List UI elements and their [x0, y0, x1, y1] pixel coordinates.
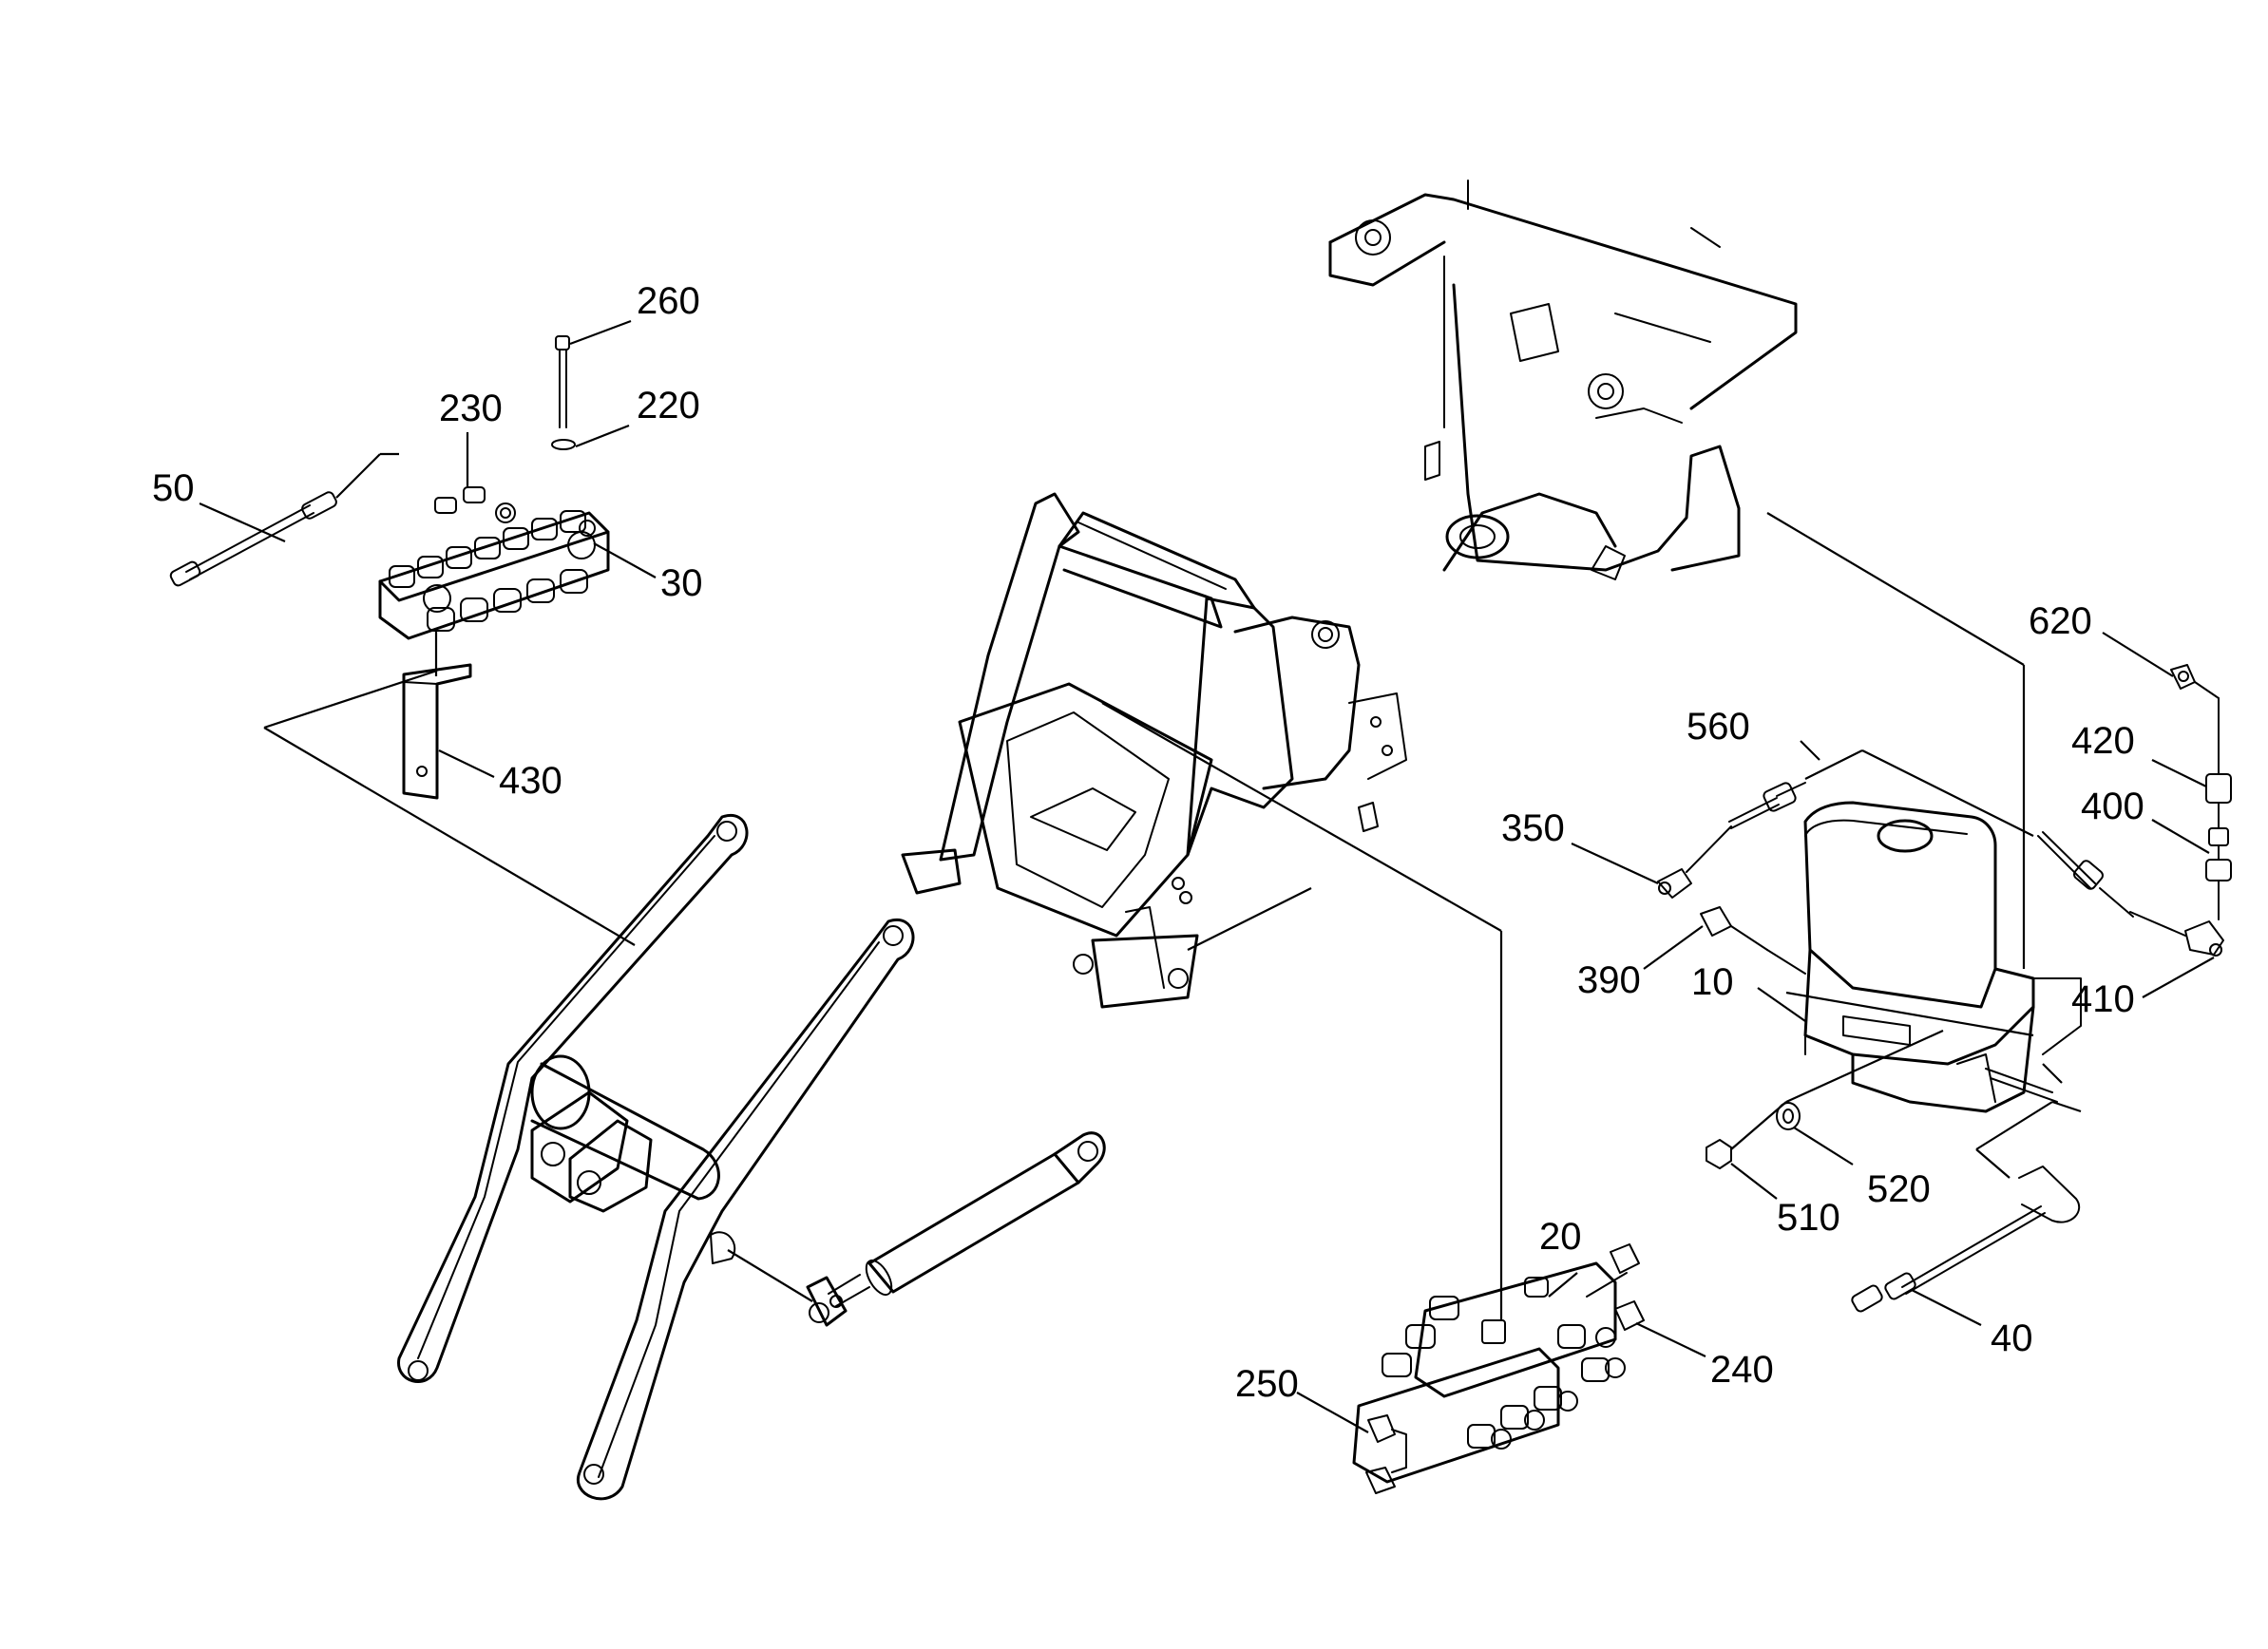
hydraulic-cylinder [727, 1131, 1106, 1327]
fitting-350 [1657, 825, 1732, 899]
callout-520: 520 [1867, 1168, 1931, 1210]
bolt-260 [551, 335, 576, 450]
callout-400: 400 [2081, 786, 2144, 827]
washer-520 [1776, 1102, 1801, 1130]
distributor-block-30 [378, 486, 610, 640]
hose-560 [1728, 749, 2134, 918]
upper-frame [1328, 180, 2026, 969]
callout-250: 250 [1235, 1363, 1299, 1405]
callout-390: 390 [1577, 959, 1641, 1001]
callout-30: 30 [660, 562, 703, 604]
callout-420: 420 [2071, 720, 2135, 762]
callout-430: 430 [499, 760, 562, 802]
callout-220: 220 [637, 385, 700, 426]
loader-arm [397, 813, 915, 1501]
callout-50: 50 [152, 467, 195, 509]
hose-50 [169, 452, 399, 587]
fitting-390 [1700, 906, 1806, 975]
callout-510: 510 [1777, 1197, 1840, 1239]
distributor-block-20 [1352, 1243, 1645, 1494]
callout-40: 40 [1991, 1317, 2033, 1359]
callout-230: 230 [439, 388, 503, 429]
bracket-430 [402, 632, 472, 800]
callout-560: 560 [1687, 706, 1750, 748]
callout-620: 620 [2029, 600, 2092, 642]
nipple-620 [2170, 664, 2220, 775]
callout-leaders [199, 319, 2215, 1433]
main-frame [901, 492, 1502, 1009]
hose-40 [1851, 1100, 2082, 1313]
nut-420 [2205, 773, 2232, 829]
callout-350: 350 [1501, 807, 1565, 849]
elbow-410 [2129, 911, 2224, 957]
callout-20: 20 [1539, 1216, 1582, 1258]
callout-260: 260 [637, 280, 700, 322]
lubrication-pump-10 [1785, 801, 2082, 1113]
adapter-400 [2205, 827, 2232, 920]
callout-240: 240 [1710, 1349, 1774, 1391]
callout-10: 10 [1691, 961, 1734, 1003]
nut-510 [1706, 1139, 1732, 1169]
callout-410: 410 [2071, 978, 2135, 1020]
